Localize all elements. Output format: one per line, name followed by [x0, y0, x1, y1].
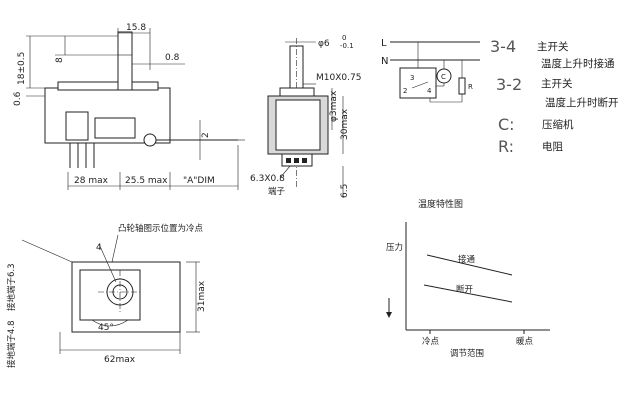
- dim-4: 4: [96, 243, 102, 253]
- dim-6-5: 6.5: [340, 184, 350, 198]
- terminal-size: 6.3X0.8: [250, 174, 285, 184]
- dim-8: 8: [55, 57, 65, 63]
- pin-4: 4: [427, 87, 432, 95]
- dim-15-8: 15.8: [126, 23, 146, 33]
- dim-0-6: 0.6: [13, 91, 23, 106]
- legend-desc-2b: 温度上升时断开: [545, 96, 619, 109]
- resistor-symbol: [458, 77, 466, 95]
- dim-2: 2: [201, 132, 211, 138]
- side-top-plate: [57, 81, 159, 91]
- dim-18: 18±0.5: [17, 52, 27, 85]
- chart-x-left: 冷点: [422, 336, 440, 347]
- compressor-c: C: [441, 73, 446, 81]
- side-view: 15.8 8 0.8 18±0.5 0.6 2 28 max 25.5 max …: [13, 23, 245, 190]
- terminal-label: 端子: [268, 186, 286, 197]
- dim-28: 28 max: [74, 176, 109, 186]
- side-mechanism: [94, 117, 136, 139]
- chart-label-off: 断开: [456, 284, 474, 295]
- legend-code-4: R:: [498, 137, 514, 156]
- dim-0-8: 0.8: [165, 53, 180, 63]
- pin-2: 2: [403, 87, 407, 95]
- chart-label-on: 接通: [458, 254, 476, 265]
- thread-spec: M10X0.75: [316, 73, 361, 83]
- ground-terminal-48: 接地端子4.8: [6, 320, 17, 368]
- legend-code-3: C:: [498, 115, 515, 134]
- dim-30: 30max: [340, 108, 350, 140]
- chart-ylabel: 压力: [386, 242, 403, 253]
- chart-line-on: [426, 254, 513, 276]
- line-l-label: L: [381, 38, 387, 49]
- legend-desc-1b: 温度上升时接通: [541, 57, 615, 70]
- chart-line-off: [423, 284, 513, 303]
- chart-title: 温度特性图: [418, 198, 463, 210]
- legend-code-1: 3-4: [490, 37, 516, 56]
- cam-note: 凸轮轴图示位置为冷点: [118, 223, 204, 234]
- chart-xlabel: 调节范围: [450, 348, 484, 359]
- ground-terminal-63: 接地端子6.3: [6, 263, 17, 311]
- side-terminal-block: [65, 111, 89, 141]
- dim-a: "A"DIM: [183, 176, 215, 186]
- front-view: φ6 0 -0.1 M10X0.75 φ3max 30max 6.3X0.8 端…: [250, 34, 361, 198]
- line-n-label: N: [381, 56, 388, 67]
- dim-62: 62max: [104, 355, 136, 365]
- tol-lower: -0.1: [340, 42, 354, 50]
- bottom-view: 凸轮轴图示位置为冷点 接地端子6.3 接地端子4.8 4 31max 45° 6…: [6, 223, 207, 368]
- side-shaft: [117, 31, 133, 91]
- dim-25-5: 25.5 max: [125, 176, 168, 186]
- pin-3: 3: [410, 74, 414, 82]
- angle-45: 45°: [98, 323, 114, 333]
- legend-code-2: 3-2: [496, 75, 522, 94]
- dim-phi6: φ6: [318, 39, 330, 49]
- side-capillary-exit: [143, 133, 157, 147]
- chart-x-right: 暖点: [516, 337, 534, 347]
- tol-upper: 0: [342, 34, 346, 42]
- dim-31: 31max: [197, 280, 207, 312]
- legend-desc-1a: 主开关: [537, 40, 569, 53]
- legend: 3-4 主开关 温度上升时接通 3-2 主开关 温度上升时断开 C: 压缩机 R…: [490, 37, 619, 156]
- circuit-diagram: L N 3 2 4 C R: [381, 38, 480, 103]
- legend-desc-4: 电阻: [542, 140, 563, 153]
- resistor-r: R: [468, 83, 473, 91]
- temperature-chart: 温度特性图 压力 接通 断开 冷点 暖点 调节范围: [386, 198, 550, 359]
- legend-desc-3: 压缩机: [542, 118, 574, 131]
- dim-phi3: φ3max: [329, 90, 339, 122]
- legend-desc-2a: 主开关: [541, 77, 573, 90]
